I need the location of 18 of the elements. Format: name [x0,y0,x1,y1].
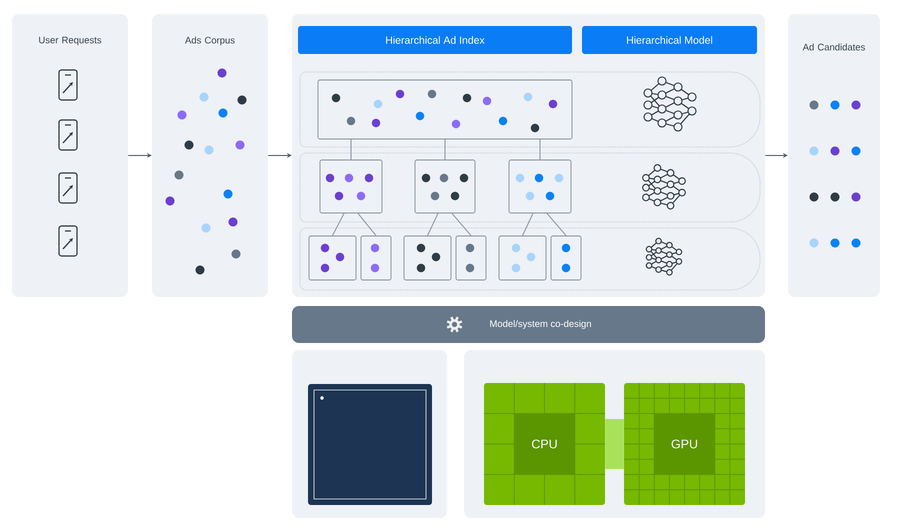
processor-chip: GPU [624,382,746,506]
connector-line [332,212,344,236]
connector-line [358,212,376,236]
chip-drawing [308,384,432,505]
header-box: Hierarchical Ad Index [298,26,572,54]
connector-line [522,212,534,236]
connector-line [427,212,438,236]
panel-title: Ads Corpus [185,36,235,46]
connector-line [546,212,566,236]
panel-title: Ad Candidates [802,44,865,50]
processor-chip: CPU [484,382,606,506]
connector-line [444,138,446,160]
interconnect-link [605,419,624,469]
panel-title: User Requests [39,36,102,46]
header-box: Hierarchical Model [582,26,757,54]
connector-line [452,212,472,236]
connector-line [350,138,352,160]
banner-bar: Model/system co-design [292,306,765,343]
